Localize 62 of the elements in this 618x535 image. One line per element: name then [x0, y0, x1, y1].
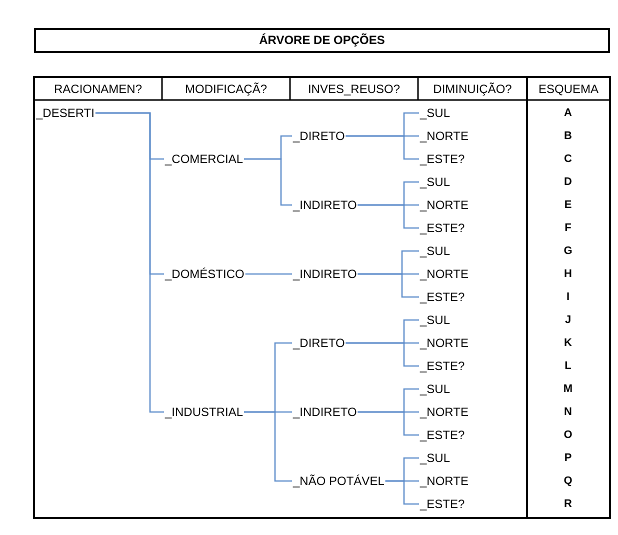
scheme-letter: D	[563, 175, 573, 190]
option-label: _ESTE?	[420, 289, 465, 305]
bracket-connector	[346, 342, 419, 367]
scheme-letter: A	[563, 106, 573, 121]
option-label: _COMERCIAL	[165, 151, 244, 167]
option-label: _NORTE	[420, 473, 468, 489]
bracket-connector	[358, 204, 419, 229]
option-label: _ESTE?	[420, 220, 465, 236]
option-label: _NÃO POTÁVEL	[293, 473, 384, 489]
option-label: _SUL	[420, 243, 450, 259]
column-header: INVES_REUSO?	[306, 81, 402, 97]
option-label: _INDIRETO	[293, 197, 357, 213]
option-label: _SUL	[420, 450, 450, 466]
option-label: _NORTE	[420, 404, 468, 420]
scheme-letter: R	[563, 497, 573, 512]
option-label: _ESTE?	[420, 427, 465, 443]
bracket-connector	[358, 273, 419, 298]
scheme-letter: E	[563, 198, 573, 213]
option-label: _DIRETO	[293, 335, 345, 351]
bracket-connector	[95, 112, 164, 413]
option-label: _INDIRETO	[293, 266, 357, 282]
bracket-connector	[244, 158, 292, 206]
option-label: _DIRETO	[293, 128, 345, 144]
option-label: _DOMÉSTICO	[165, 266, 244, 282]
option-label: _ESTE?	[420, 151, 465, 167]
scheme-letter: I	[565, 290, 571, 305]
option-label: _ESTE?	[420, 358, 465, 374]
option-label: _SUL	[420, 105, 450, 121]
scheme-letter: H	[563, 267, 573, 282]
scheme-letter: N	[563, 405, 573, 420]
column-header: RACIONAMEN?	[52, 81, 143, 97]
scheme-letter: B	[563, 129, 573, 144]
option-label: _SUL	[420, 381, 450, 397]
column-header: ESQUEMA	[537, 81, 600, 97]
scheme-letter: J	[564, 313, 572, 328]
bracket-connector	[244, 411, 292, 482]
bracket-connector	[358, 411, 419, 436]
scheme-letter: F	[564, 221, 572, 236]
option-label: _NORTE	[420, 266, 468, 282]
scheme-letter: K	[563, 336, 573, 351]
scheme-letter: O	[562, 428, 574, 443]
option-label: _NORTE	[420, 128, 468, 144]
bracket-connector	[385, 480, 419, 505]
scheme-letter: G	[562, 244, 574, 259]
column-header: MODIFICAÇÃ?	[184, 81, 268, 97]
scheme-letter: C	[563, 152, 573, 167]
scheme-letter: P	[563, 451, 573, 466]
option-label: _NORTE	[420, 335, 468, 351]
bracket-connector	[346, 135, 419, 160]
option-label: _NORTE	[420, 197, 468, 213]
bracket-connector	[245, 273, 292, 275]
scheme-letter: M	[562, 382, 574, 397]
column-header: DIMINUIÇÃO?	[432, 81, 513, 97]
option-label: _ESTE?	[420, 496, 465, 512]
option-label: _DESERTI	[36, 105, 94, 121]
option-label: _SUL	[420, 174, 450, 190]
option-label: _INDUSTRIAL	[165, 404, 244, 420]
scheme-letter: Q	[562, 474, 574, 489]
title: ÁRVORE DE OPÇÕES	[258, 32, 386, 49]
option-label: _SUL	[420, 312, 450, 328]
scheme-letter: L	[564, 359, 572, 374]
option-label: _INDIRETO	[293, 404, 357, 420]
